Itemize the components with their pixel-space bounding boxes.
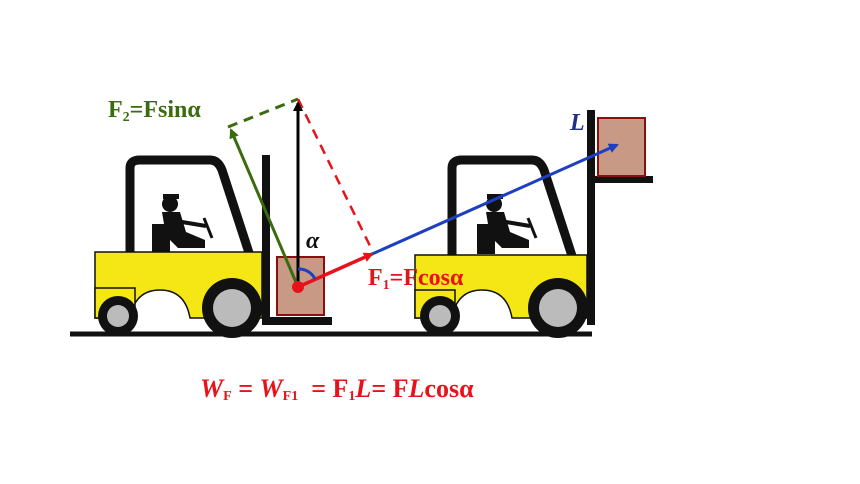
dashed-line-green	[227, 97, 299, 129]
work-equation: WF = WF1 = F1L= FLcosα	[200, 374, 474, 404]
forklift-icon-left	[94, 155, 332, 338]
dashed-line-red	[296, 98, 374, 251]
label-displacement: L	[569, 110, 585, 136]
crate-icon-right	[597, 117, 646, 177]
angle-arc-icon	[297, 267, 317, 280]
label-angle: α	[306, 228, 320, 254]
force-origin-dot	[292, 281, 304, 293]
label-f1: F1=Fcosα	[368, 265, 464, 293]
forklift-icon-right	[414, 110, 653, 338]
driver-icon-left	[162, 194, 214, 248]
force-arrow-f1	[297, 252, 374, 289]
force-arrow-f2	[229, 128, 300, 288]
label-f2: F2=Fsinα	[108, 97, 201, 125]
